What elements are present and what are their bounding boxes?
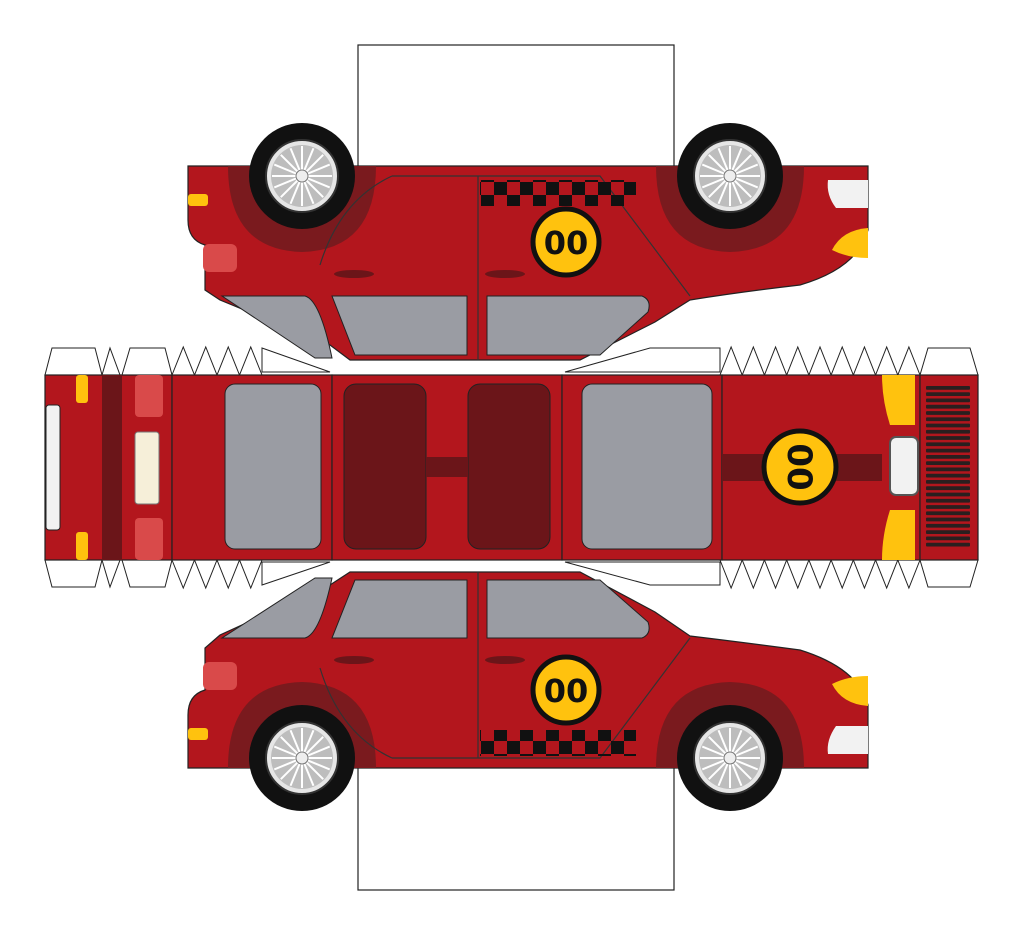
number-badge-icon: 00: [761, 428, 839, 506]
bottom-glue-tab: [357, 764, 675, 891]
checker-flag-icon: [480, 730, 636, 756]
number-badge-icon: 00: [530, 206, 602, 278]
wheel-icon: [249, 705, 355, 811]
bottom-side-panel: 00: [187, 571, 869, 811]
checker-flag-icon: [480, 180, 636, 206]
bottom-side-number: 00: [544, 672, 589, 710]
top-side-number: 00: [544, 224, 589, 262]
front-grille: [926, 386, 970, 547]
wheel-icon: [677, 705, 783, 811]
wheel-icon: [249, 123, 355, 229]
top-side-panel: 00: [187, 123, 869, 361]
top-glue-tab: [357, 44, 675, 171]
roof-number: 00: [779, 443, 819, 490]
roof-strip: 00: [44, 345, 979, 590]
number-badge-icon: 00: [530, 654, 602, 726]
wheel-icon: [677, 123, 783, 229]
